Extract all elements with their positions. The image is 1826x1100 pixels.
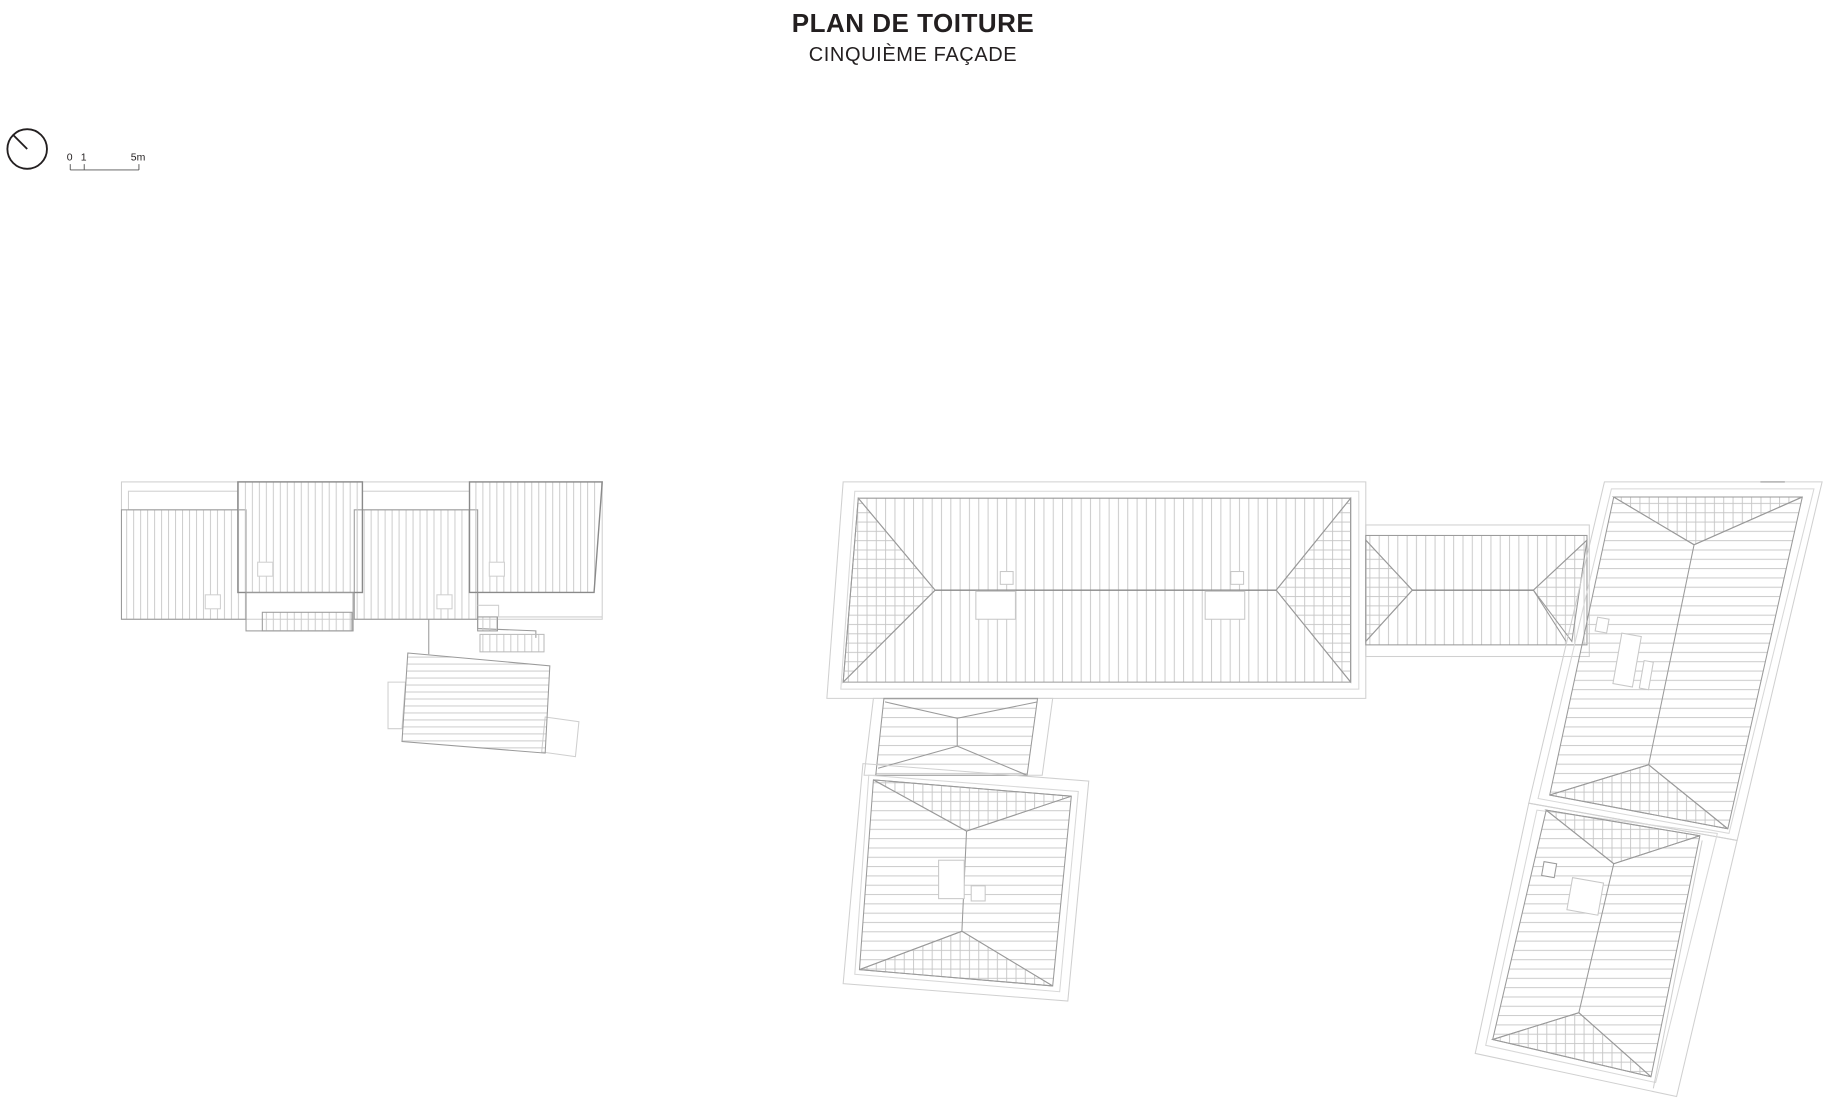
- north-arrow-icon: [6, 128, 48, 170]
- scale-tick-0: 0: [67, 153, 73, 164]
- scale-tick-1: 1: [81, 153, 87, 164]
- scale-tick-5m: 5m: [131, 153, 146, 164]
- south-wing-small: [842, 763, 1090, 1002]
- connector-wing: [1365, 524, 1590, 658]
- west-building-row: [120, 481, 603, 655]
- page-title: PLAN DE TOITURE: [791, 8, 1035, 38]
- west-annex: [387, 652, 580, 758]
- main-hip-roof: [826, 481, 1367, 699]
- east-wing-lower: [1474, 802, 1738, 1098]
- page-subtitle: CINQUIÈME FAÇADE: [808, 44, 1018, 66]
- scale-bar: 0 1 5m: [67, 153, 146, 171]
- east-wing-upper: [1528, 481, 1823, 842]
- south-wing-link: [863, 697, 1054, 776]
